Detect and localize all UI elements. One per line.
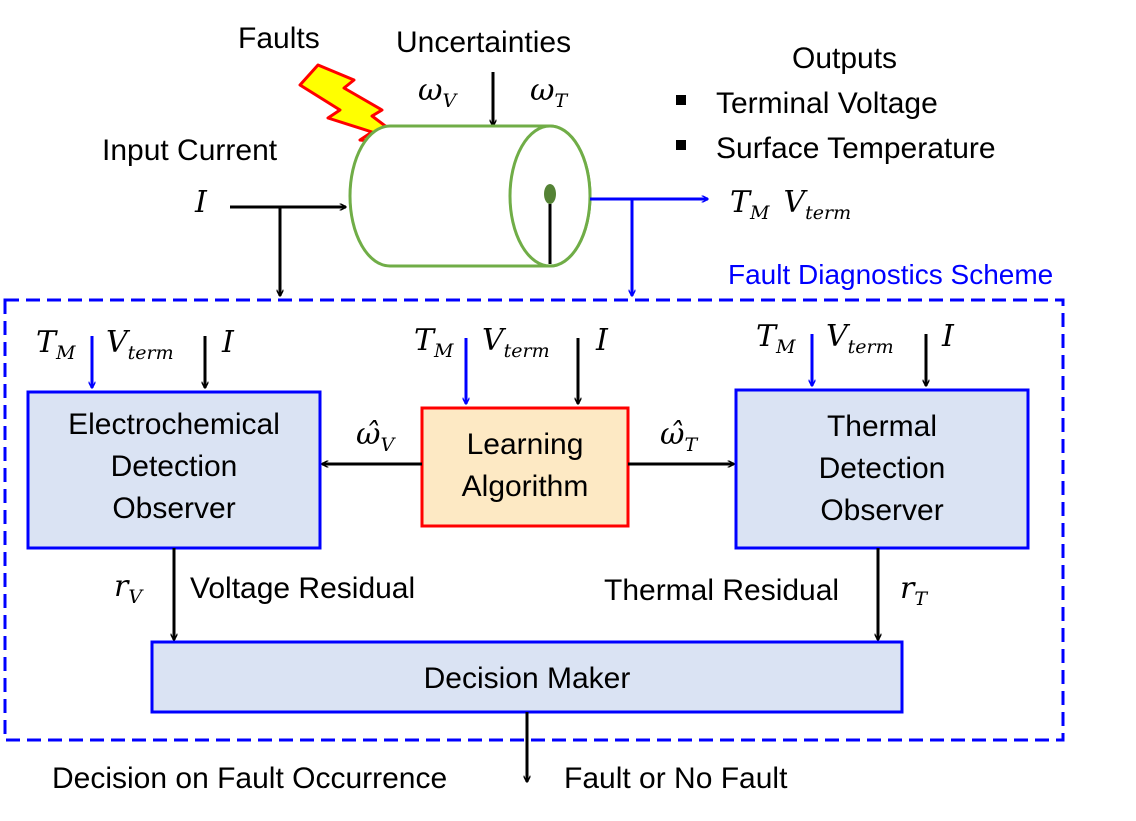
decision-right-label: Fault or No Fault bbox=[564, 762, 788, 795]
output-item-surface-temperature: Surface Temperature bbox=[716, 132, 996, 165]
decision-left-label: Decision on Fault Occurrence bbox=[52, 762, 447, 795]
electrochemical-observer-line2: Detection bbox=[111, 450, 238, 483]
learning-algorithm-box bbox=[420, 406, 630, 528]
bullet-icon bbox=[676, 140, 686, 150]
left-input-i: I bbox=[221, 325, 235, 360]
thermal-observer-box bbox=[734, 388, 1030, 550]
thermal-residual-label: Thermal Residual bbox=[604, 574, 839, 607]
input-symbol: I bbox=[194, 185, 208, 220]
cell-terminal bbox=[544, 184, 556, 204]
omega-t-label: ωT bbox=[530, 73, 568, 112]
center-input-vterm: Vterm bbox=[482, 323, 550, 362]
learning-algorithm-line2: Algorithm bbox=[462, 470, 589, 503]
omega-hat-t-label: ω̂T bbox=[660, 417, 698, 456]
faults-label: Faults bbox=[238, 22, 320, 55]
scheme-title: Fault Diagnostics Scheme bbox=[728, 259, 1053, 290]
right-input-vterm: Vterm bbox=[826, 319, 894, 358]
omega-v-label: ωV bbox=[418, 73, 458, 112]
r-t-label: rT bbox=[900, 571, 928, 610]
bullet-icon bbox=[676, 95, 686, 105]
center-input-i: I bbox=[595, 323, 609, 358]
electrochemical-observer-line1: Electrochemical bbox=[68, 408, 280, 441]
left-input-vterm: Vterm bbox=[106, 325, 174, 364]
learning-algorithm-line1: Learning bbox=[467, 428, 584, 461]
voltage-residual-label: Voltage Residual bbox=[190, 572, 415, 605]
outputs-title: Outputs bbox=[792, 42, 897, 75]
center-input-tm: TM bbox=[414, 323, 454, 362]
left-input-tm: TM bbox=[36, 325, 76, 364]
output-item-terminal-voltage: Terminal Voltage bbox=[716, 87, 938, 120]
fault-diagnostics-scheme-container bbox=[3, 298, 1065, 742]
right-input-tm: TM bbox=[756, 319, 796, 358]
decision-maker-label: Decision Maker bbox=[424, 662, 631, 695]
thermal-observer-line2: Detection bbox=[819, 452, 946, 485]
r-v-label: rV bbox=[114, 569, 144, 608]
thermal-observer-line3: Observer bbox=[820, 494, 943, 527]
thermal-observer-line1: Thermal bbox=[827, 410, 937, 443]
battery-cell bbox=[348, 124, 592, 268]
electrochemical-observer-line3: Observer bbox=[112, 492, 235, 525]
uncertainties-label: Uncertainties bbox=[396, 26, 571, 59]
electrochemical-observer-box bbox=[26, 390, 322, 550]
input-current-label: Input Current bbox=[102, 134, 278, 167]
omega-hat-v-label: ω̂V bbox=[356, 417, 396, 456]
decision-maker-box bbox=[150, 640, 904, 714]
right-input-i: I bbox=[941, 319, 955, 354]
